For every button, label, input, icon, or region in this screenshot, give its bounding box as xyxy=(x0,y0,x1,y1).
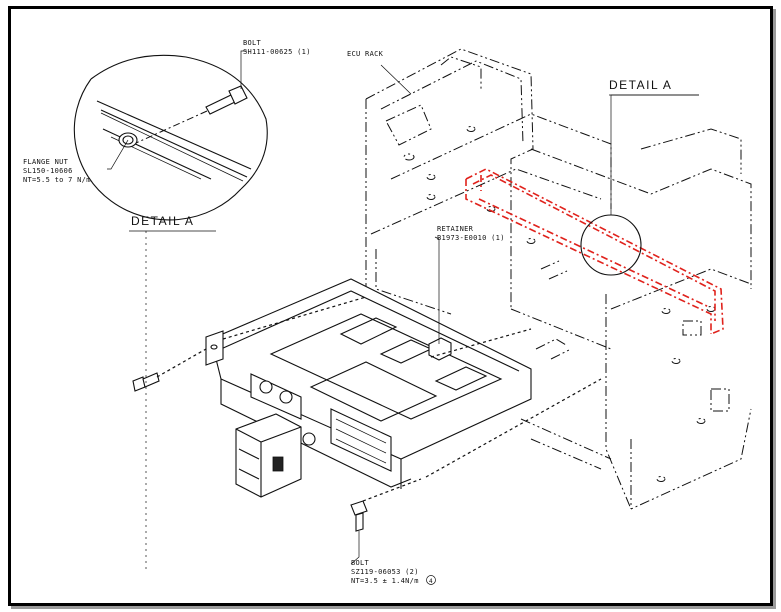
bolt-top-icon xyxy=(205,85,248,115)
detail-a-view xyxy=(73,54,268,221)
assembly-drawing: BOLT SH111-00625 (1) ECU RACK DETAIL A F… xyxy=(23,39,752,585)
bolt-bottom-torque: NT=3.5 ± 1.4N/m xyxy=(351,577,419,585)
bolt-top-title: BOLT xyxy=(243,39,262,47)
bolt-left-icon xyxy=(132,372,160,392)
retainer-part-number: B1973-E0010 (1) xyxy=(437,234,505,242)
ecu-module xyxy=(205,278,532,498)
bolt-bottom-part: SZ119-06053 (2) xyxy=(351,568,419,576)
retainer-part xyxy=(428,337,452,361)
bolt-top-part: SH111-00625 (1) xyxy=(243,48,311,56)
bolt-bottom-title: BOLT xyxy=(351,559,370,567)
detail-a-label-left: DETAIL A xyxy=(131,214,194,228)
flange-nut-torque: NT=5.5 to 7 N/m xyxy=(23,176,91,184)
flange-nut-part: SL150-10606 xyxy=(23,167,73,175)
drawing-frame: BOLT SH111-00625 (1) ECU RACK DETAIL A F… xyxy=(8,6,773,606)
rack-clips xyxy=(535,260,572,360)
retainer-bar-highlight xyxy=(465,168,724,335)
retainer-title: RETAINER xyxy=(437,225,474,233)
bolt-bottom-icon xyxy=(350,500,368,532)
detail-a-label-right: DETAIL A xyxy=(609,78,672,92)
torque-symbol-number: 4 xyxy=(429,578,433,585)
detail-a-marker xyxy=(580,214,642,276)
ecu-rack-label: ECU RACK xyxy=(347,50,384,58)
flange-nut-title: FLANGE NUT xyxy=(23,158,69,166)
torque-symbol-icon xyxy=(426,575,436,585)
